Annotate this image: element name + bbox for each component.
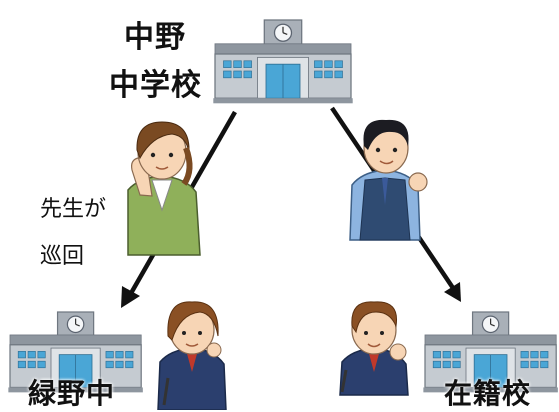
- note-line1: 先生が: [40, 197, 107, 222]
- male-student-figure: [339, 301, 409, 396]
- left-school-label: 緑野中: [28, 377, 116, 410]
- top-school-label-line2: 中学校: [109, 68, 202, 103]
- right-school-label: 在籍校: [444, 377, 532, 410]
- male-teacher-figure: [349, 119, 428, 241]
- female-teacher-figure: [127, 121, 201, 256]
- top-school-label-line1: 中野: [124, 20, 186, 55]
- note-line2: 巡回: [40, 244, 85, 269]
- female-student-figure: [157, 301, 227, 410]
- top-school-building: [212, 19, 354, 104]
